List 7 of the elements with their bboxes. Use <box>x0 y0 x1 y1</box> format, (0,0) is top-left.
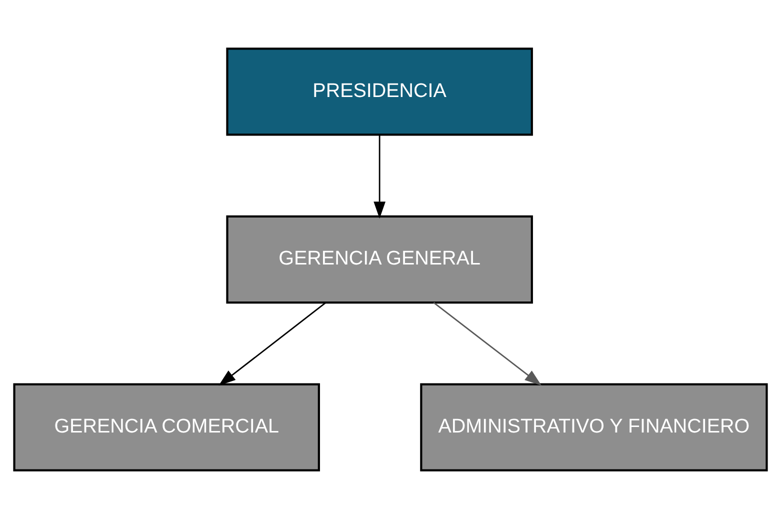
node-box: GERENCIA COMERCIAL <box>13 383 320 472</box>
arrow <box>374 134 386 219</box>
node-box: ADMINISTRATIVO Y FINANCIERO <box>420 383 768 472</box>
node-box: GERENCIA GENERAL <box>226 215 533 304</box>
arrow <box>433 302 542 386</box>
node-box: PRESIDENCIA <box>226 48 533 136</box>
arrow <box>218 302 326 386</box>
